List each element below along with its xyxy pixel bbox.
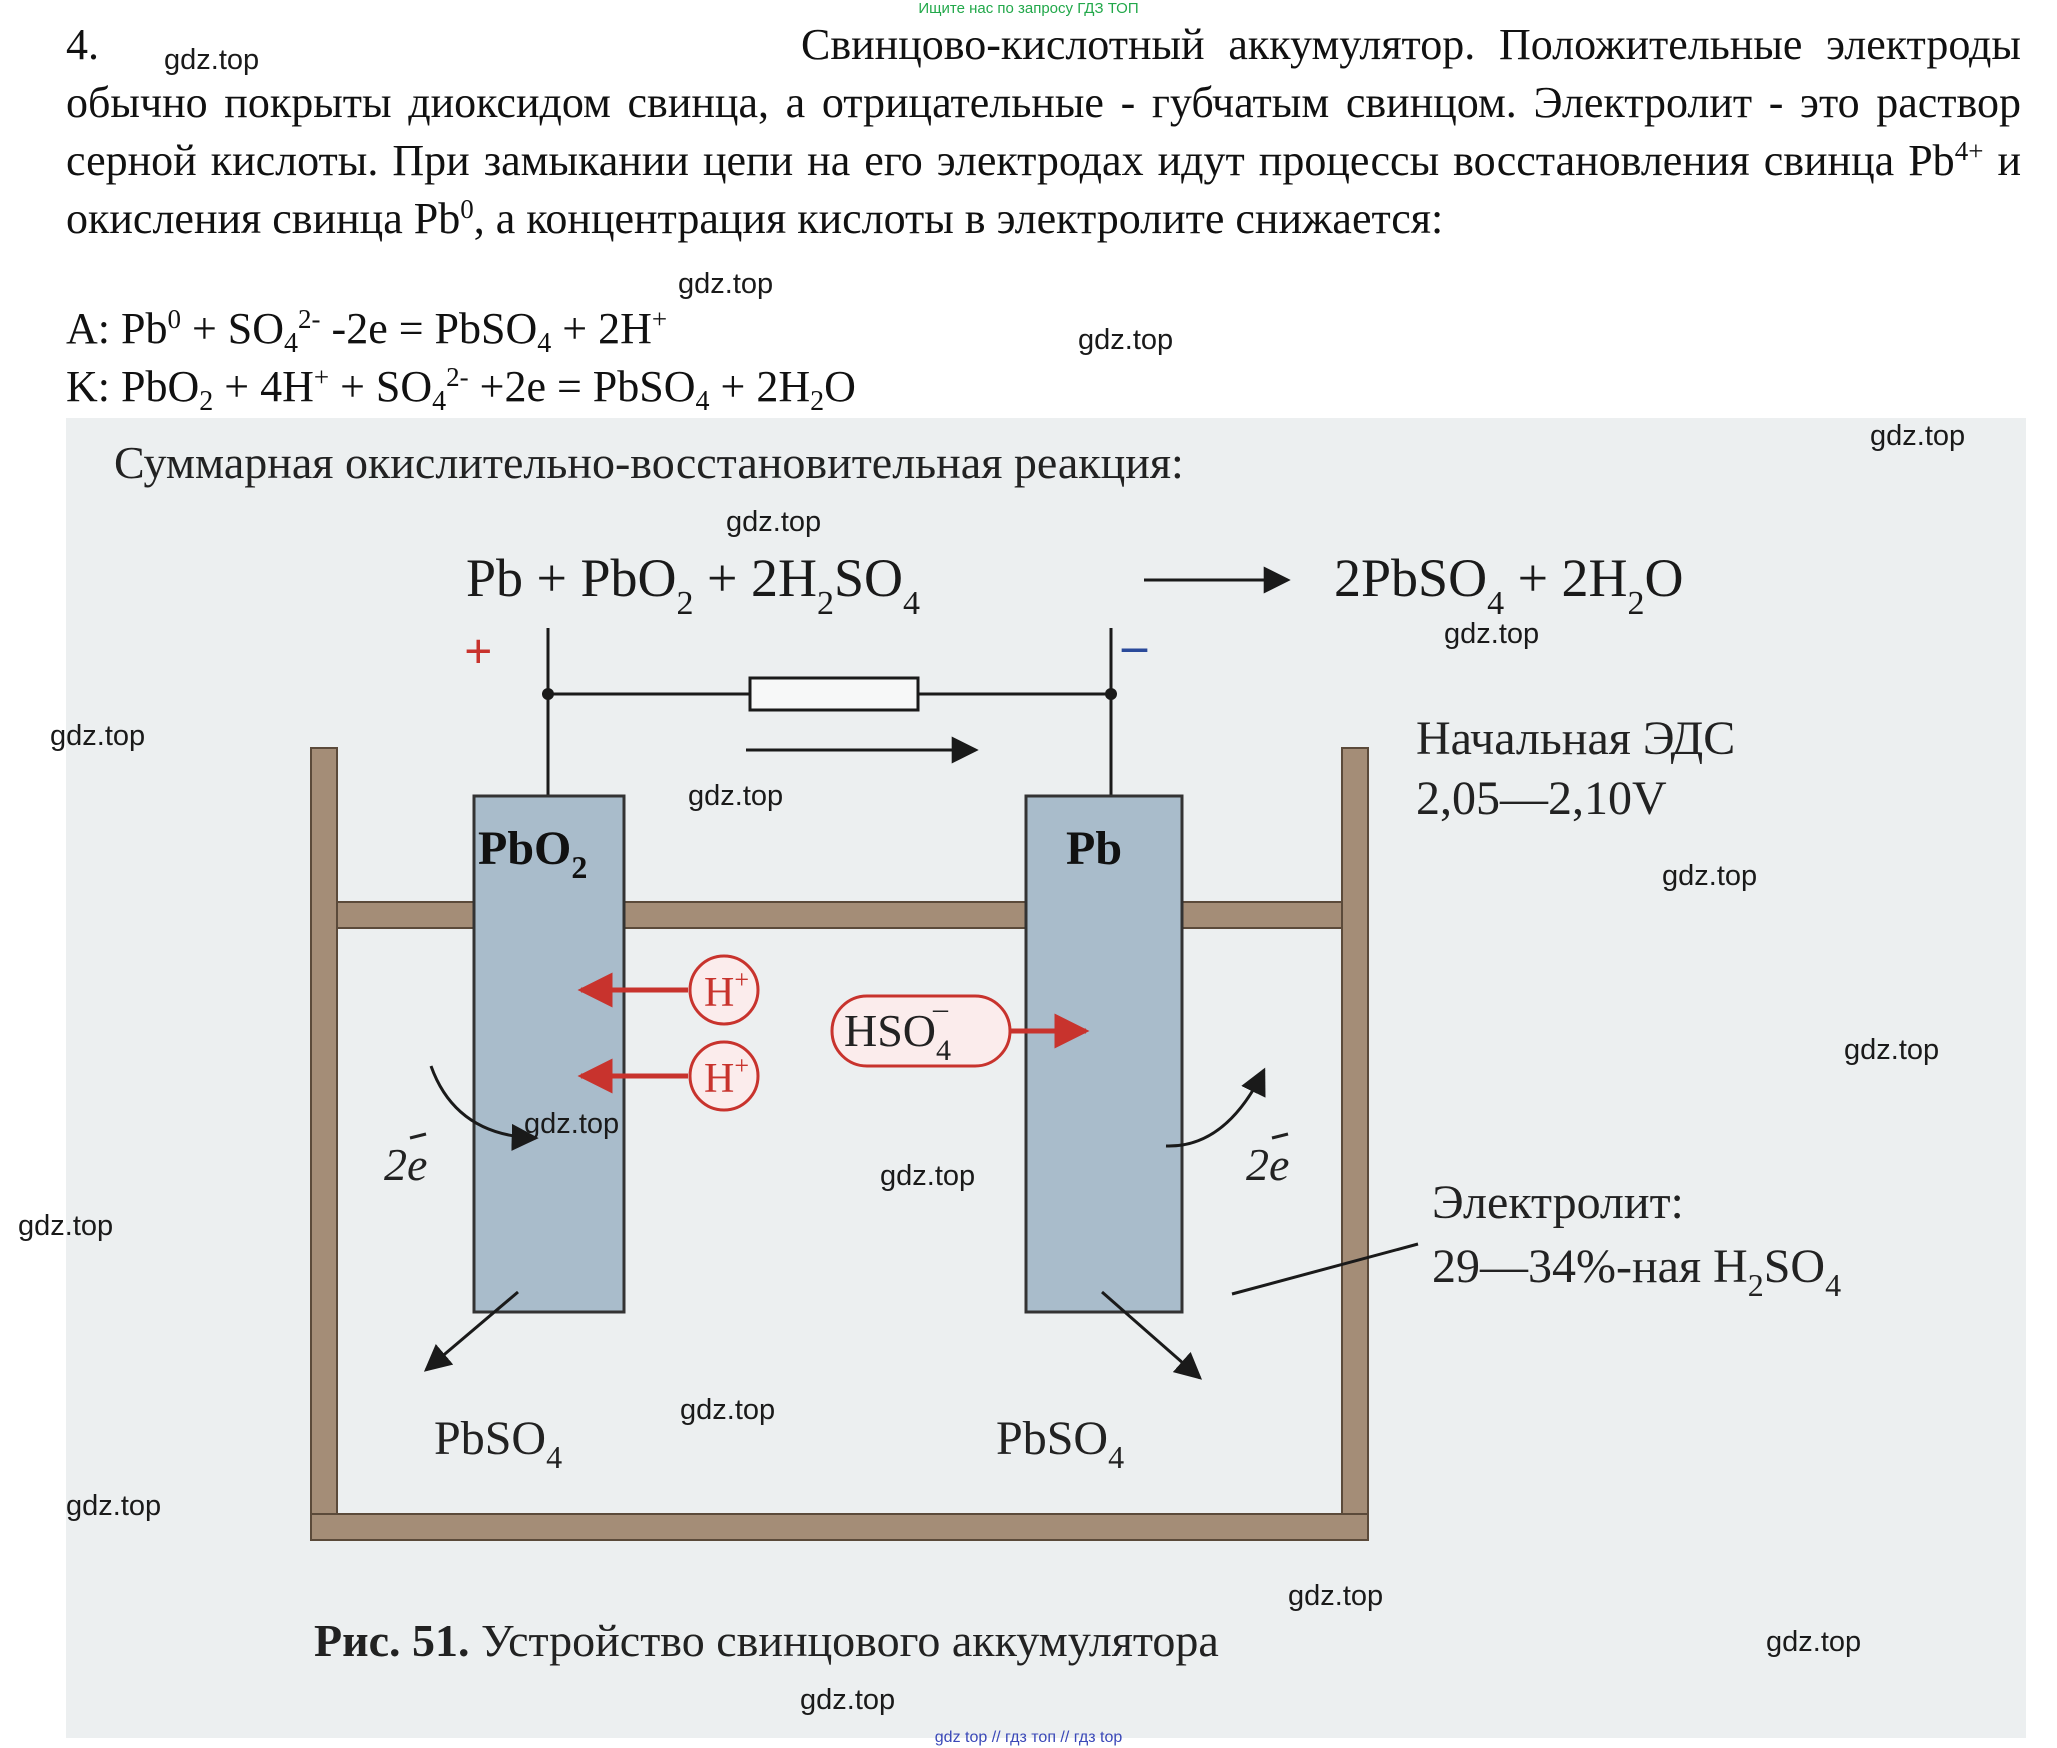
watermark: gdz.top <box>1870 420 1966 452</box>
electrons-out-label: 2e <box>1246 1139 1289 1190</box>
problem-text-2: и окисления свинца Pb <box>66 136 2022 243</box>
electrons-in-label: 2e <box>384 1139 427 1190</box>
cathode-equation: K: PbO2 + 4H+ + SO42- +2e = PbSO4 + 2H2O <box>66 362 856 417</box>
product-left-label: PbSO4 <box>434 1412 562 1475</box>
emf-label: Начальная ЭДС <box>1416 712 1735 765</box>
figure-heading: Суммарная окислительно-восстановительная… <box>114 437 1184 488</box>
problem-title: Свинцово-кислотный аккумулятор. <box>801 20 1476 69</box>
battery-figure: Суммарная окислительно-восстановительная… <box>66 418 2026 1738</box>
emf-value: 2,05—2,10V <box>1416 772 1667 825</box>
watermark: gdz.top <box>680 1394 776 1426</box>
watermark: gdz.top <box>800 1684 896 1716</box>
product-left-arrow <box>423 1290 519 1372</box>
watermark: gdz.top <box>678 268 774 300</box>
product-right-arrow <box>1101 1290 1203 1380</box>
resistor <box>748 676 920 712</box>
minus-sign: – <box>1121 617 1148 673</box>
case-right-wall <box>1341 747 1369 1541</box>
svg-text:H+: H+ <box>704 965 749 1016</box>
problem-number: 4. <box>66 20 99 69</box>
hydrogen-ion-1: H+ <box>577 954 760 1026</box>
positive-electrode-label: PbO2 <box>478 822 587 885</box>
watermark: gdz.top <box>880 1160 976 1192</box>
electrons-in-arrow <box>429 1065 539 1151</box>
overall-reaction: Pb + PbO2 + 2H2SO4 <box>466 548 920 622</box>
bottom-banner[interactable]: gdz top // гдз топ // гдз top <box>934 1729 1123 1746</box>
electrolyte-pointer <box>1231 1242 1419 1296</box>
problem-text-1: Положительные электроды обычно покрыты д… <box>66 20 2021 185</box>
svg-text:H+: H+ <box>704 1051 749 1102</box>
svg-text:HSO4–: HSO4– <box>844 992 951 1067</box>
watermark: gdz.top <box>1766 1626 1862 1658</box>
watermark: gdz.top <box>18 1210 114 1242</box>
negative-electrode <box>1024 794 1184 1314</box>
watermark: gdz.top <box>1444 618 1540 650</box>
positive-electrode <box>472 794 626 1314</box>
plus-sign: + <box>464 623 493 679</box>
figure-caption: Рис. 51. Устройство свинцового аккумулят… <box>314 1615 1219 1666</box>
electrolyte-label: Электролит: <box>1432 1176 1684 1229</box>
watermark: gdz.top <box>1078 324 1174 356</box>
negative-electrode-label: Pb <box>1066 822 1122 875</box>
external-circuit <box>546 628 1113 796</box>
case-left-wall <box>310 747 338 1541</box>
watermark: gdz.top <box>1844 1034 1940 1066</box>
problem-text-3: , а концентрация кислоты в электролите с… <box>473 194 1444 243</box>
problem-sup-1: 4+ <box>1954 136 1984 166</box>
top-banner[interactable]: Ищите нас по запросу ГДЗ ТОП <box>918 0 1139 17</box>
anode-equation: A: Pb0 + SO42- -2e = PbSO4 + 2H+ <box>66 304 668 359</box>
hydrogen-ion-2: H+ <box>577 1040 760 1112</box>
watermark: gdz.top <box>50 720 146 752</box>
electrolyte-value: 29—34%-ная H2SO4 <box>1432 1240 1841 1303</box>
reaction-products: 2PbSO4 + 2H2O <box>1334 548 1684 622</box>
hydrosulfate-ion: HSO4– <box>830 992 1090 1068</box>
problem-sup-2: 0 <box>460 194 474 224</box>
watermark: gdz.top <box>524 1108 620 1140</box>
electrons-out-arrow <box>1165 1067 1266 1148</box>
case-bottom <box>310 1513 1369 1541</box>
problem-paragraph: 4. Свинцово-кислотный аккумулятор. Положи… <box>66 16 2021 248</box>
product-right-label: PbSO4 <box>996 1412 1124 1475</box>
watermark: gdz.top <box>1288 1580 1384 1612</box>
watermark: gdz.top <box>66 1490 162 1522</box>
watermark: gdz.top <box>1662 860 1758 892</box>
watermark: gdz.top <box>726 506 822 538</box>
watermark: gdz.top <box>688 780 784 812</box>
watermark: gdz.top <box>164 44 260 76</box>
